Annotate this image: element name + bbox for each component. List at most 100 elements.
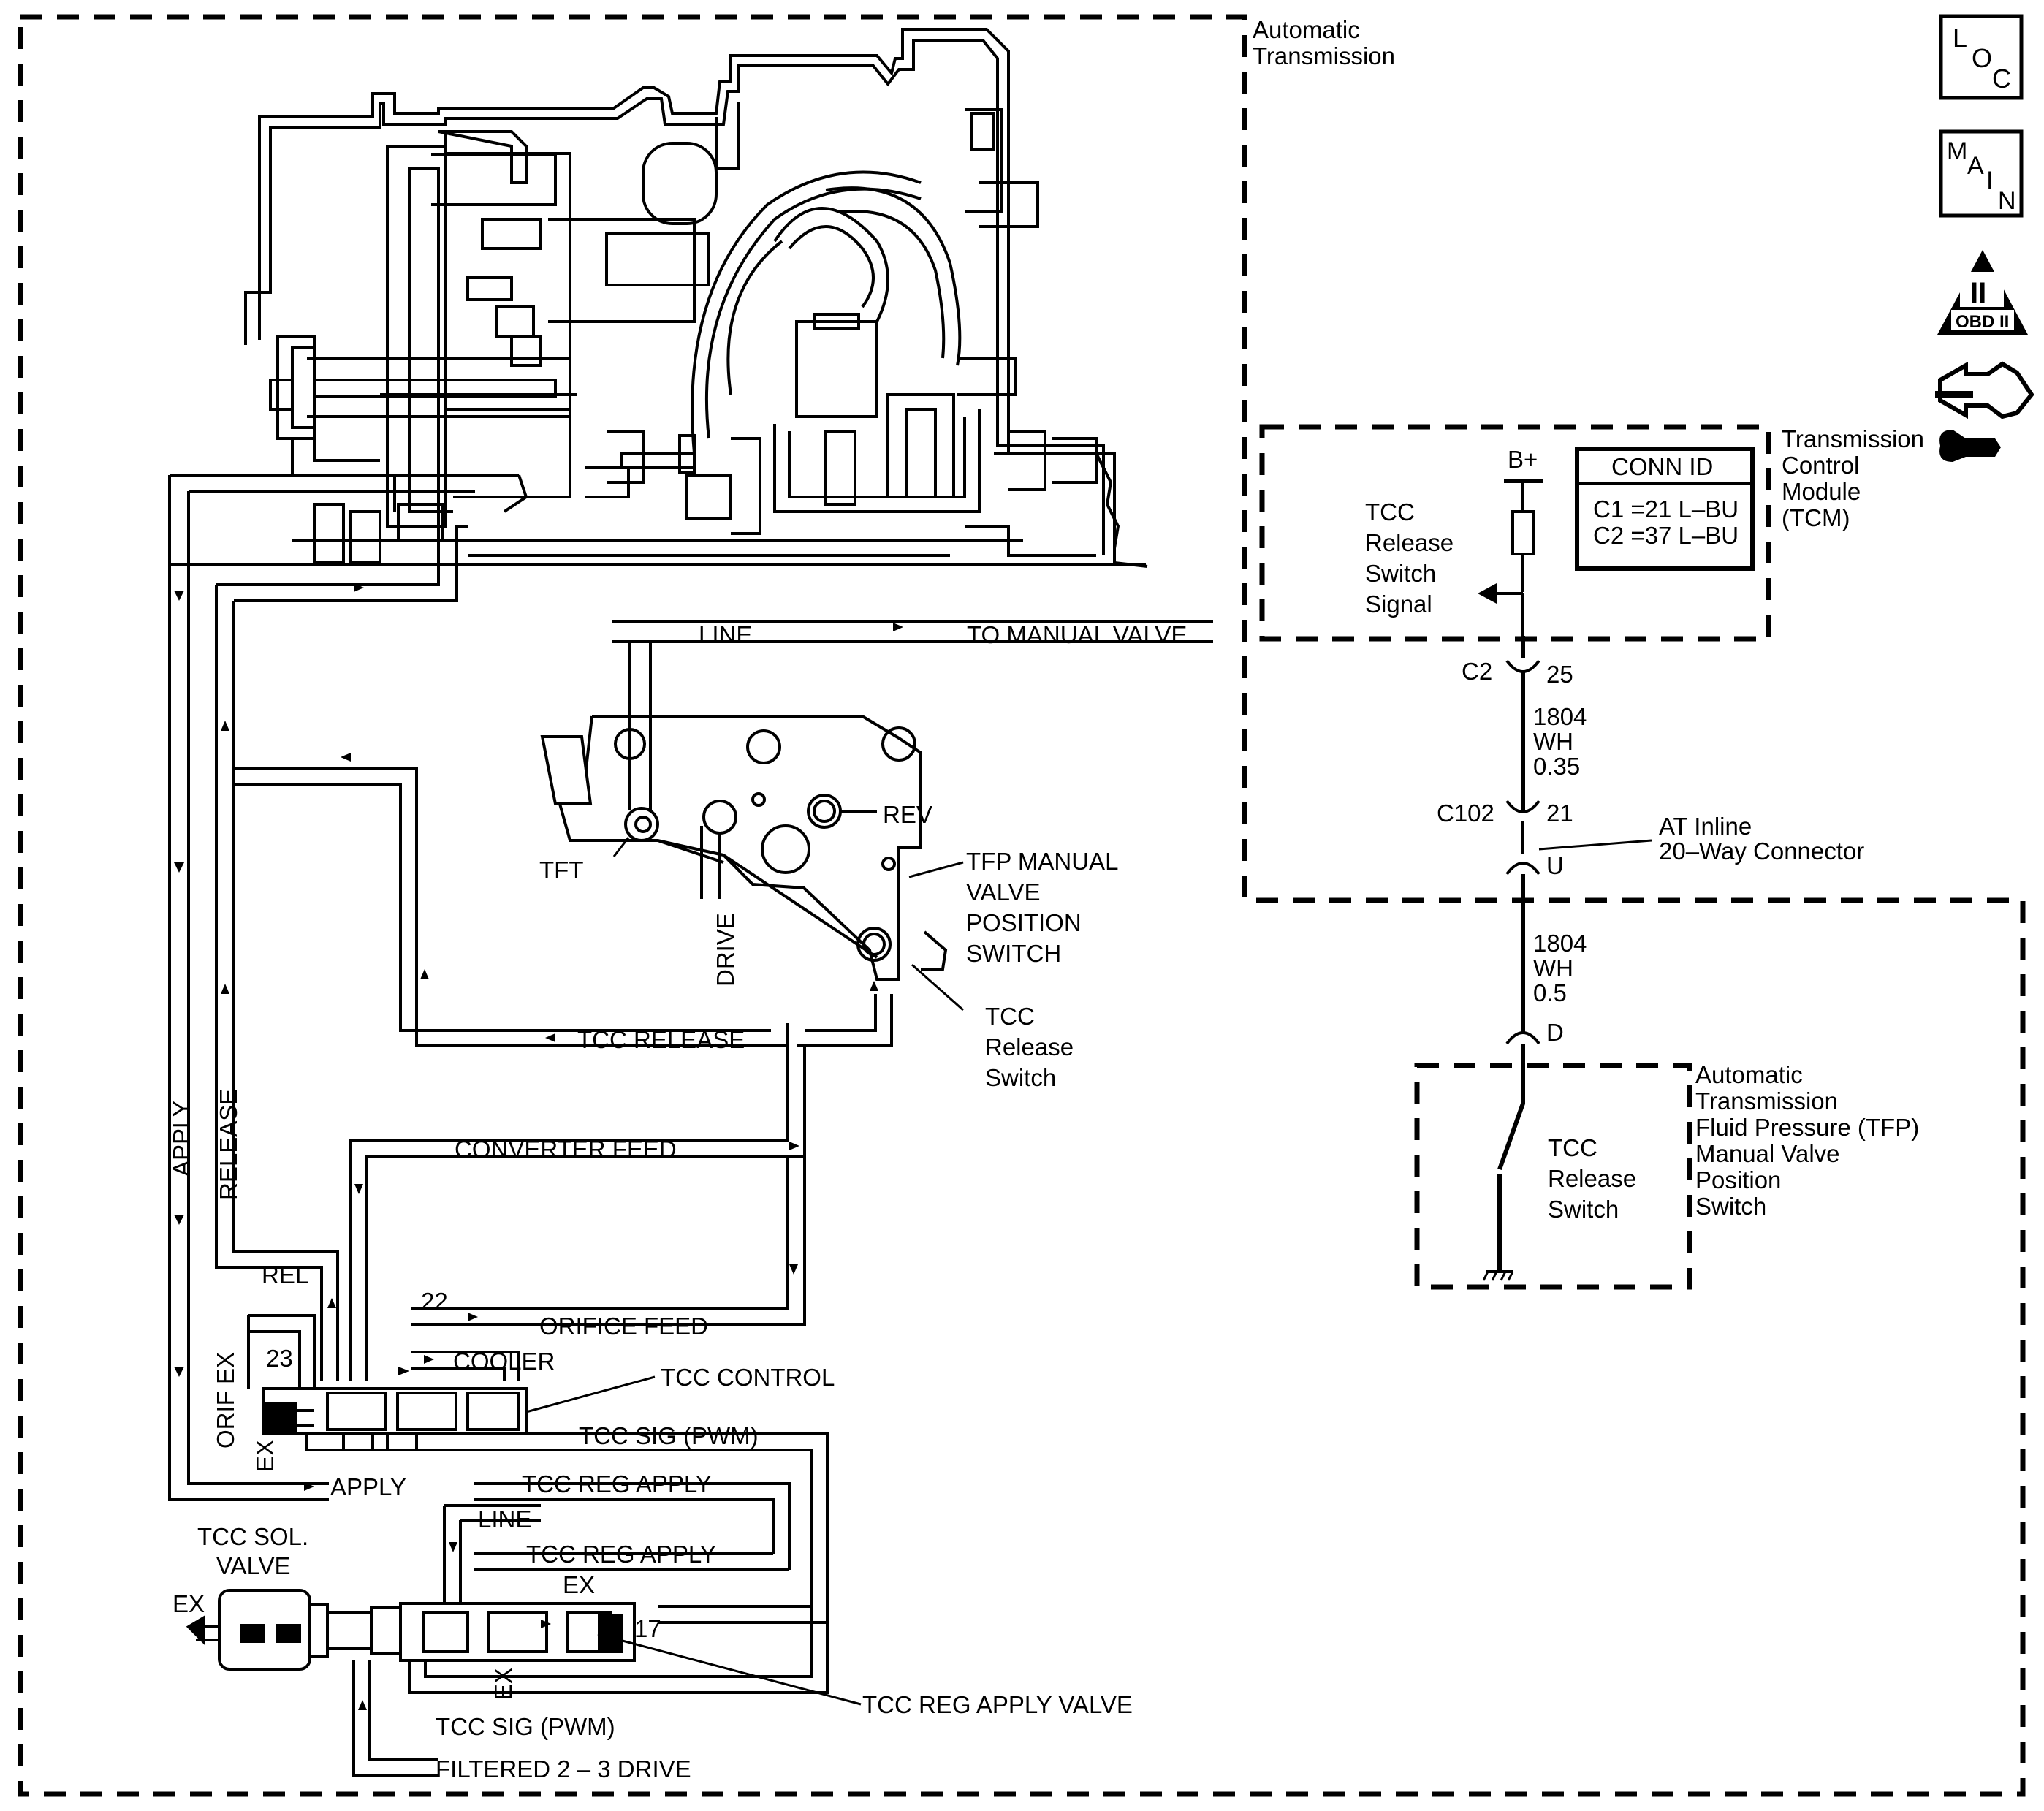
- port-17-label: 17: [634, 1615, 661, 1642]
- manual-valve-body: [540, 715, 948, 981]
- tcc-release-label: TCC RELEASE: [577, 1026, 745, 1053]
- u-connector: [1505, 862, 1540, 876]
- tcm-boundary: [1259, 424, 1771, 642]
- loc-icon-c: C: [1992, 64, 2011, 94]
- svg-text:1804: 1804: [1533, 930, 1587, 957]
- tcc-release-switch-signal-label: TCC Release Switch Signal: [1365, 498, 1454, 618]
- obd-text-label: OBD II: [1956, 312, 2009, 332]
- to-manual-valve-label: TO MANUAL VALVE: [967, 621, 1187, 648]
- hydraulic-passages: [168, 474, 1213, 1777]
- tcc-control-valve: [262, 1387, 528, 1451]
- svg-text:POSITION: POSITION: [966, 909, 1082, 936]
- leader-lines: [525, 837, 964, 1706]
- svg-text:20–Way Connector: 20–Way Connector: [1659, 838, 1864, 865]
- tcc-reg-apply-valve-label: TCC REG APPLY VALVE: [862, 1691, 1133, 1718]
- d-connector: [1505, 1031, 1540, 1045]
- tcc-control-label: TCC CONTROL: [661, 1364, 835, 1391]
- pull-up-resistor: [1511, 510, 1535, 555]
- connector-id-box: [1575, 447, 1755, 571]
- c102-pin: 21: [1546, 800, 1573, 827]
- c2-connector: [1505, 659, 1540, 673]
- tcc-sig-pwm-label: TCC SIG (PWM): [579, 1422, 759, 1449]
- svg-text:Switch: Switch: [1365, 560, 1436, 587]
- orifice-feed-label: ORIFICE FEED: [539, 1313, 708, 1340]
- tcc-release-switch-hyd-label: TCC Release Switch: [985, 1003, 1074, 1091]
- apply-vertical-label: APPLY: [168, 1101, 195, 1177]
- wire-1804-lower-label: 1804 WH 0.5: [1533, 930, 1587, 1006]
- tfp-switch-boundary: [1414, 1063, 1692, 1290]
- svg-text:Switch: Switch: [1548, 1196, 1619, 1223]
- svg-text:WH: WH: [1533, 728, 1573, 755]
- svg-text:1804: 1804: [1533, 703, 1587, 730]
- svg-text:AT Inline: AT Inline: [1659, 813, 1752, 840]
- electrical-circuit: B+ TCC Release Switch Signal CONN ID C1 …: [1365, 446, 1864, 1281]
- loc-icon-l: L: [1953, 23, 1967, 53]
- at-inline-connector-label: AT Inline 20–Way Connector: [1659, 813, 1864, 865]
- tcc-reg-apply-label: TCC REG APPLY: [522, 1470, 712, 1497]
- u-pin: U: [1546, 852, 1564, 879]
- svg-text:TCC: TCC: [1365, 498, 1415, 525]
- svg-text:TCC SOL.: TCC SOL.: [197, 1523, 308, 1550]
- orif-ex-label: ORIF EX: [212, 1352, 239, 1449]
- main-icon[interactable]: M A I N: [1939, 129, 2024, 218]
- converter-feed-label: CONVERTER FEED: [455, 1136, 677, 1163]
- ex-left-label: EX: [172, 1590, 205, 1617]
- c102-label: C102: [1437, 800, 1494, 827]
- drive-label: DRIVE: [712, 913, 739, 987]
- flow-arrows: [174, 583, 903, 1710]
- wire-1804-upper-label: 1804 WH 0.35: [1533, 703, 1587, 780]
- c102-connector: [1505, 800, 1540, 813]
- main-icon-i: I: [1986, 167, 1993, 194]
- main-icon-a: A: [1967, 152, 1984, 180]
- tcc-release-switch-contact: [1497, 1102, 1525, 1171]
- tcc-reg-apply-valve: [399, 1602, 636, 1662]
- svg-text:WH: WH: [1533, 954, 1573, 982]
- b-plus-label: B+: [1508, 446, 1538, 473]
- ex-bottom-label: EX: [490, 1668, 517, 1700]
- release-vertical-label: RELEASE: [215, 1089, 242, 1200]
- svg-text:Release: Release: [1548, 1165, 1636, 1192]
- signal-arrow: [1478, 583, 1497, 604]
- port-22-label: 22: [421, 1288, 448, 1315]
- loc-icon-o: O: [1972, 43, 1992, 73]
- tcc-sig-pwm-2-label: TCC SIG (PWM): [436, 1713, 615, 1740]
- main-icon-m: M: [1947, 137, 1967, 165]
- conn-id-c2: C2 =37 L–BU: [1593, 522, 1739, 549]
- diagnostic-tools-icon[interactable]: [1935, 361, 2034, 462]
- ex-control-label: EX: [251, 1440, 278, 1472]
- rel-label: REL: [262, 1261, 308, 1288]
- main-icon-n: N: [1998, 187, 2016, 215]
- hydraulic-labels: LINE TO MANUAL VALVE REV TFT DRIVE TFP M…: [168, 621, 1187, 1782]
- svg-text:Release: Release: [1365, 529, 1454, 556]
- filtered-2-3-drive-label: FILTERED 2 – 3 DRIVE: [436, 1755, 691, 1782]
- tcc-solenoid-valve: [186, 1589, 402, 1671]
- svg-text:SWITCH: SWITCH: [966, 940, 1061, 967]
- loc-icon[interactable]: L O C: [1939, 14, 2024, 100]
- transmission-boundary: [18, 14, 2026, 1797]
- svg-text:VALVE: VALVE: [216, 1552, 291, 1579]
- tcc-release-switch-elec-label: TCC Release Switch: [1548, 1134, 1636, 1223]
- svg-text:0.35: 0.35: [1533, 753, 1580, 780]
- apply-label: APPLY: [330, 1473, 406, 1500]
- obd-roman-label: II: [1970, 277, 1986, 309]
- line-label: LINE: [699, 621, 752, 648]
- svg-text:TCC: TCC: [1548, 1134, 1597, 1161]
- transmission-cutaway-drawing: [170, 28, 1148, 568]
- svg-text:Release: Release: [985, 1033, 1074, 1060]
- svg-text:VALVE: VALVE: [966, 878, 1041, 906]
- svg-text:0.5: 0.5: [1533, 979, 1567, 1006]
- svg-text:Signal: Signal: [1365, 591, 1432, 618]
- tcc-reg-apply-2-label: TCC REG APPLY: [526, 1541, 716, 1568]
- rev-label: REV: [883, 801, 932, 828]
- obd-ii-icon[interactable]: II OBD II: [1937, 250, 2028, 335]
- ex-mid-label: EX: [563, 1571, 595, 1598]
- line-lower-label: LINE: [478, 1506, 531, 1533]
- c2-label: C2: [1462, 658, 1492, 685]
- ground-symbol: [1482, 1270, 1514, 1281]
- svg-text:TFP MANUAL: TFP MANUAL: [966, 848, 1118, 875]
- conn-id-title: CONN ID: [1611, 453, 1713, 480]
